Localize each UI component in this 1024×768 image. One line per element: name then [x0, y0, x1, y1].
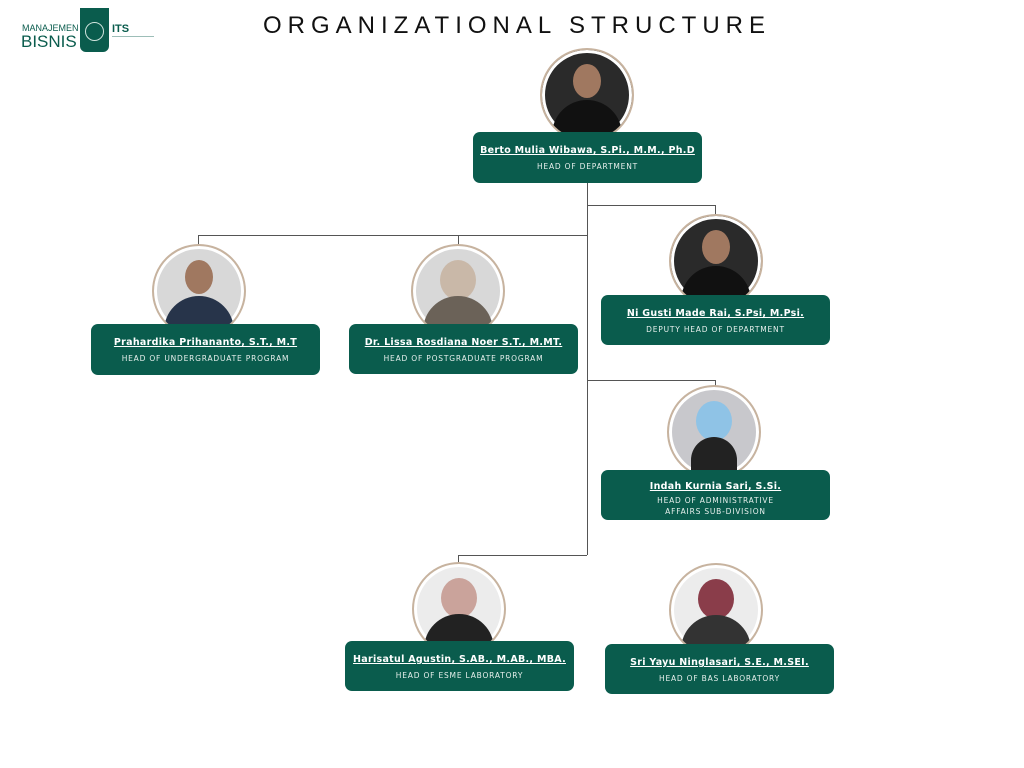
connector: [198, 235, 587, 236]
connector: [458, 235, 459, 245]
card-head-bas-lab: Sri Yayu Ninglasari, S.E., M.SEI. HEAD O…: [605, 644, 834, 694]
card-head-administrative: Indah Kurnia Sari, S.Si. HEAD OF ADMINIS…: [601, 470, 830, 520]
card-head-undergraduate: Prahardika Prihananto, S.T., M.T HEAD OF…: [91, 324, 320, 375]
connector: [458, 555, 587, 556]
its-emblem-icon: [80, 8, 109, 52]
connector: [458, 555, 459, 563]
connector: [587, 380, 716, 381]
photo-head-of-department: [540, 48, 634, 142]
card-head-of-department: Berto Mulia Wibawa, S.Pi., M.M., Ph.D HE…: [473, 132, 702, 183]
photo-head-bas-lab: [669, 563, 763, 657]
logo-manajemen-bisnis-its: MANAJEMEN BISNIS ITS: [20, 8, 155, 54]
connector: [715, 380, 716, 387]
photo-head-administrative: [667, 385, 761, 479]
card-deputy-head: Ni Gusti Made Rai, S.Psi, M.Psi. DEPUTY …: [601, 295, 830, 345]
page-title: ORGANIZATIONAL STRUCTURE: [262, 12, 772, 39]
photo-deputy-head: [669, 214, 763, 308]
connector: [715, 205, 716, 215]
card-head-postgraduate: Dr. Lissa Rosdiana Noer S.T., M.MT. HEAD…: [349, 324, 578, 374]
connector: [587, 205, 716, 206]
connector: [198, 235, 199, 245]
connector: [587, 183, 588, 555]
card-head-esme-lab: Harisatul Agustin, S.AB., M.AB., MBA. HE…: [345, 641, 574, 691]
